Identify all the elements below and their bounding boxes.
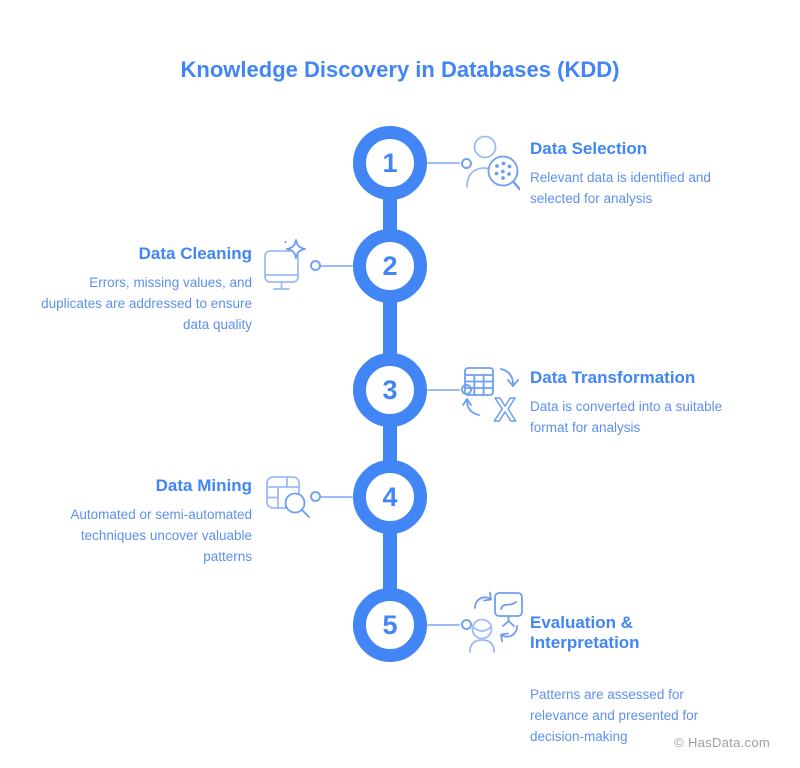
step-description-2: Errors, missing values, and duplicates a… (41, 275, 252, 332)
table-magnifier-icon (266, 476, 310, 518)
step-text-2: Data Cleaning Errors, missing values, an… (30, 244, 252, 335)
step-text-1: Data Selection Relevant data is identifi… (530, 139, 735, 209)
step-node-3: 3 (353, 353, 427, 427)
step-number-2: 2 (382, 250, 398, 281)
step-node-4: 4 (353, 460, 427, 534)
step-number-5: 5 (382, 609, 398, 640)
step-description-3: Data is converted into a suitable format… (530, 399, 723, 435)
connector-line-4 (320, 496, 353, 498)
person-search-icon (466, 135, 520, 191)
step-number-1: 1 (382, 147, 398, 178)
svg-text:X: X (494, 391, 516, 425)
footer-credit: © HasData.com (674, 735, 770, 750)
connector-line-5 (427, 624, 460, 626)
connector-dot-4 (310, 491, 321, 502)
connector-dot-5 (461, 619, 472, 630)
connector-line-2 (320, 265, 353, 267)
table-transform-icon: X (462, 367, 519, 425)
step-text-4: Data Mining Automated or semi-automated … (70, 476, 252, 567)
monitor-sparkle-icon (264, 239, 307, 290)
step-text-3: Data Transformation Data is converted in… (530, 368, 748, 438)
step-node-5: 5 (353, 588, 427, 662)
step-description-5: Patterns are assessed for relevance and … (530, 687, 699, 744)
step-title-4: Data Mining (155, 476, 252, 495)
step-title-3: Data Transformation (530, 368, 696, 387)
person-chart-cycle-icon (469, 591, 523, 653)
page-title: Knowledge Discovery in Databases (KDD) (180, 57, 620, 82)
step-node-1: 1 (353, 126, 427, 200)
step-description-1: Relevant data is identified and selected… (530, 170, 711, 206)
connector-line-3 (427, 389, 460, 391)
step-text-5: Evaluation & Interpretation Patterns are… (530, 613, 720, 747)
connector-dot-2 (310, 260, 321, 271)
connector-line-1 (427, 162, 460, 164)
step-description-4: Automated or semi-automated techniques u… (70, 507, 252, 564)
step-node-2: 2 (353, 229, 427, 303)
step-title-2: Data Cleaning (138, 244, 252, 263)
step-title-5: Evaluation & Interpretation (530, 613, 640, 652)
step-number-4: 4 (382, 481, 398, 512)
connector-dot-1 (461, 158, 472, 169)
step-number-3: 3 (382, 374, 398, 405)
step-title-1: Data Selection (530, 139, 648, 158)
